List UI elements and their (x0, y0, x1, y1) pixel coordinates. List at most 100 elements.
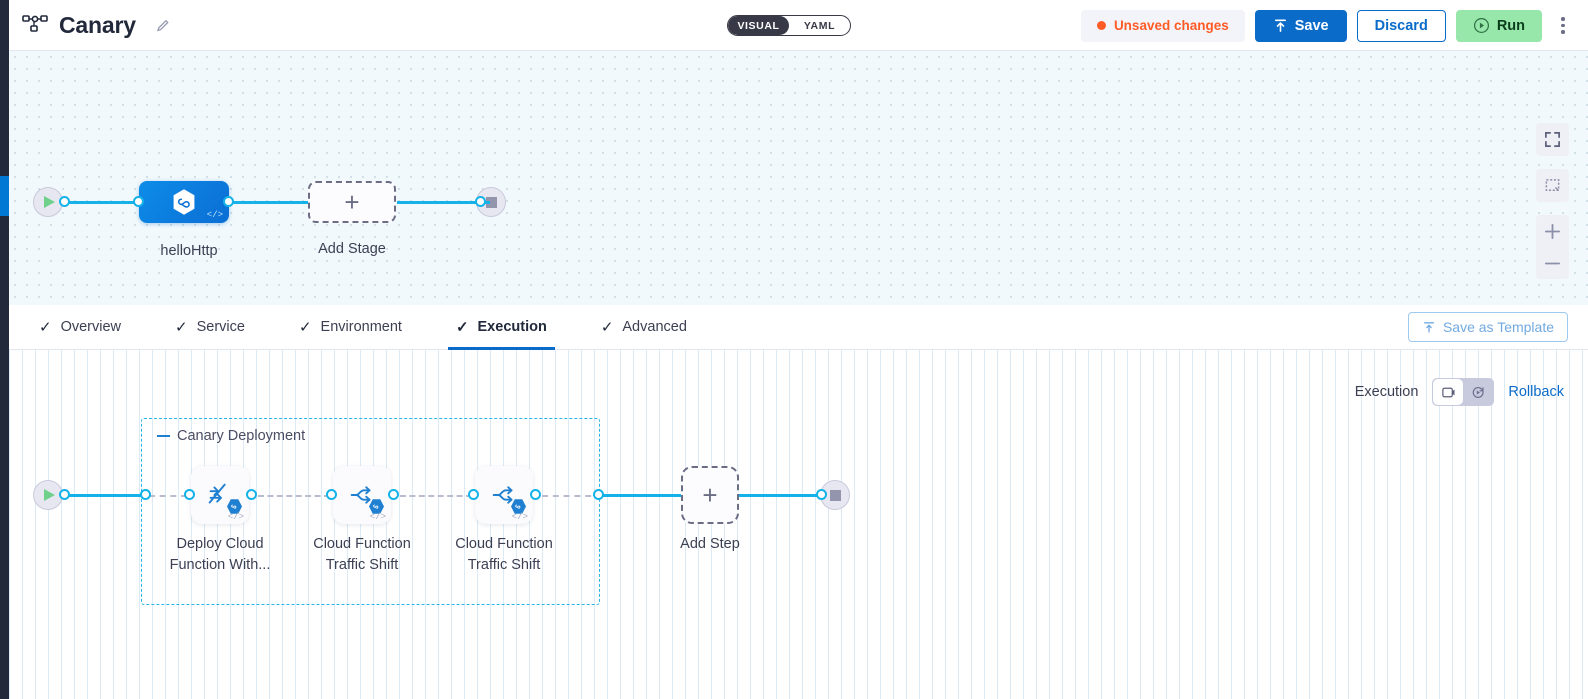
pipeline-nodes-icon (22, 15, 48, 32)
stage-canvas[interactable]: </> helloHttp + Add Stage (9, 51, 1588, 305)
collapse-minus-icon[interactable] (157, 434, 170, 438)
port-step3-out[interactable] (530, 489, 541, 500)
execution-view-icon[interactable] (1433, 379, 1464, 405)
run-button-label: Run (1496, 17, 1525, 34)
header-actions: Unsaved changes Save Discard Run (1080, 0, 1574, 51)
edge-step1-to-step2 (258, 495, 330, 497)
edge-group-to-addstep (599, 494, 681, 497)
tab-service[interactable]: ✓ Service (159, 305, 261, 350)
execution-canvas[interactable]: Execution Rollback (9, 350, 1588, 699)
tab-overview-label: Overview (60, 319, 122, 335)
step3-code-tag: </> (511, 512, 528, 522)
view-mode-toggle[interactable]: VISUAL YAML (727, 15, 851, 36)
pipeline-header: Canary VISUAL YAML Unsaved changes Save (0, 0, 1588, 51)
port-step3-in[interactable] (468, 489, 479, 500)
stage-node-hellohttp[interactable]: </> (139, 181, 229, 223)
stage-config-tabs: ✓ Overview ✓ Service ✓ Environment ✓ Exe… (9, 305, 1588, 350)
port-end-in[interactable] (475, 196, 486, 207)
execution-mode-row: Execution Rollback (1355, 378, 1564, 406)
harness-infinity-icon (173, 188, 195, 215)
execution-label: Execution (1354, 384, 1419, 400)
tab-service-label: Service (196, 319, 245, 335)
tab-advanced-label: Advanced (622, 319, 687, 335)
harness-hexagon-icon (369, 499, 384, 514)
port-exec-end-in[interactable] (816, 489, 827, 500)
save-button[interactable]: Save (1254, 9, 1347, 42)
toggle-visual[interactable]: VISUAL (728, 16, 789, 35)
port-group-in[interactable] (140, 489, 151, 500)
harness-hexagon-icon (227, 499, 242, 514)
tab-overview[interactable]: ✓ Overview (23, 305, 137, 350)
fit-to-screen-icon[interactable] (1536, 169, 1569, 202)
deploy-cloud-function-icon (208, 483, 226, 504)
add-stage-button[interactable]: + (308, 181, 396, 223)
check-icon: ✓ (39, 319, 52, 336)
execution-rollback-toggle[interactable] (1432, 378, 1495, 406)
step-group-canary-deployment[interactable] (141, 418, 600, 605)
fullscreen-icon[interactable] (1536, 123, 1569, 156)
start-play-node[interactable] (33, 187, 63, 217)
discard-button[interactable]: Discard (1356, 9, 1446, 42)
port-group-out[interactable] (593, 489, 604, 500)
add-step-button[interactable]: + (681, 466, 739, 524)
step-node-traffic-shift-1[interactable]: </> (333, 466, 391, 524)
stop-icon (485, 196, 497, 208)
port-step1-out[interactable] (246, 489, 257, 500)
tab-environment-label: Environment (320, 319, 402, 335)
port-start-out[interactable] (59, 196, 70, 207)
pencil-edit-icon[interactable] (155, 17, 172, 34)
unsaved-dot-icon (1096, 21, 1106, 30)
port-step1-in[interactable] (184, 489, 195, 500)
step-node-traffic-shift-2[interactable]: </> (475, 466, 533, 524)
run-button[interactable]: Run (1455, 9, 1542, 42)
save-as-template-button[interactable]: Save as Template (1407, 312, 1568, 342)
canvas-controls (1536, 123, 1569, 279)
edge-group-to-step1 (149, 495, 187, 497)
step-group-header[interactable]: Canary Deployment (157, 428, 305, 444)
edge-addstep-to-end (739, 494, 821, 497)
tab-environment[interactable]: ✓ Environment (283, 305, 418, 350)
step-group-title: Canary Deployment (177, 428, 306, 444)
unsaved-changes-badge: Unsaved changes (1080, 9, 1245, 42)
toggle-yaml[interactable]: YAML (803, 19, 836, 32)
check-icon: ✓ (600, 319, 614, 336)
unsaved-changes-label: Unsaved changes (1113, 18, 1229, 33)
step1-code-tag: </> (227, 512, 244, 522)
add-step-label: Add Step (680, 536, 740, 552)
port-stage-in[interactable] (133, 196, 144, 207)
edge-step2-to-step3 (400, 495, 472, 497)
port-stage-out[interactable] (223, 196, 234, 207)
discard-button-label: Discard (1374, 17, 1428, 34)
template-upload-icon (1423, 322, 1434, 333)
edge-start-to-stage (64, 201, 152, 204)
step-label-traffic-shift-1: Cloud Function Traffic Shift (313, 536, 411, 573)
traffic-shift-icon (492, 486, 513, 504)
rollback-view-icon[interactable] (1463, 379, 1493, 405)
step-label-deploy-cloud-function: Deploy Cloud Function With... (169, 536, 271, 573)
kebab-menu-icon[interactable] (1552, 10, 1574, 42)
rollback-link[interactable]: Rollback (1508, 384, 1564, 400)
tab-execution[interactable]: ✓ Execution (440, 305, 563, 350)
step2-code-tag: </> (369, 512, 386, 522)
zoom-out-icon[interactable] (1536, 247, 1569, 279)
harness-hexagon-icon (511, 499, 526, 514)
left-nav-rail (0, 0, 9, 699)
stage-code-tag: </> (206, 210, 223, 220)
zoom-in-icon[interactable] (1536, 215, 1569, 247)
play-icon (44, 489, 55, 501)
stage-label-hellohttp: helloHttp (160, 243, 218, 259)
page-title: Canary (59, 11, 136, 38)
tab-execution-label: Execution (477, 319, 547, 335)
edge-step3-to-group-out (542, 495, 602, 497)
port-step2-in[interactable] (326, 489, 337, 500)
upload-arrow-icon (1274, 19, 1286, 32)
tab-advanced[interactable]: ✓ Advanced (585, 305, 703, 350)
step-node-deploy-cloud-function[interactable]: </> (191, 466, 249, 524)
check-icon: ✓ (298, 319, 312, 336)
play-circle-icon (1473, 17, 1489, 34)
port-exec-start-out[interactable] (59, 489, 70, 500)
check-icon: ✓ (455, 319, 469, 336)
port-step2-out[interactable] (388, 489, 399, 500)
save-button-label: Save (1294, 17, 1329, 34)
